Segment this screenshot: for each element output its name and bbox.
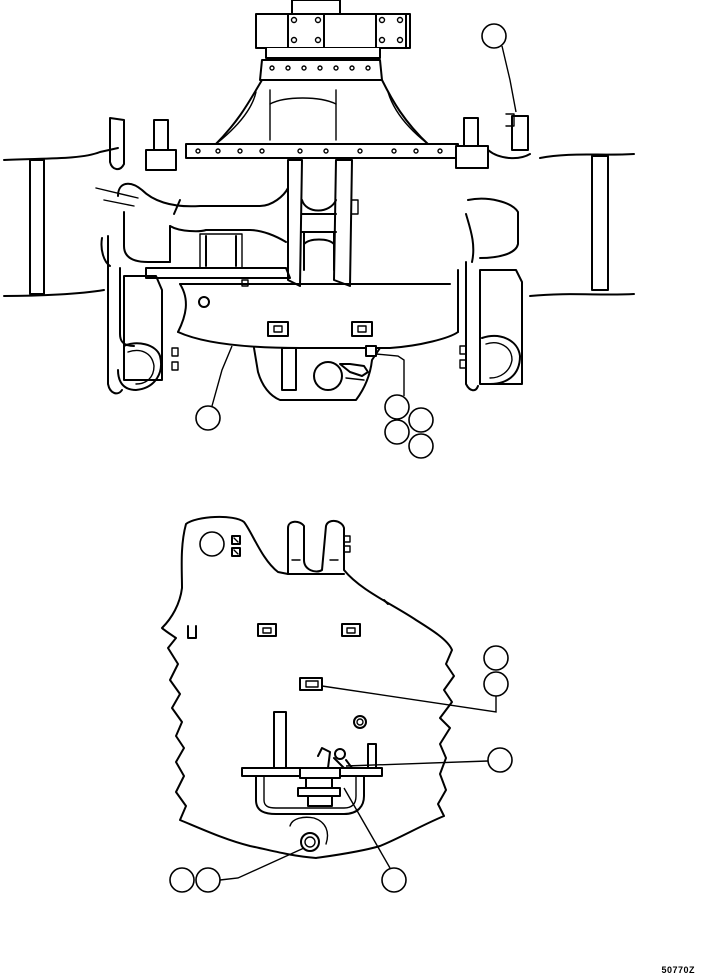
callout-cluster-top bbox=[375, 353, 434, 459]
drain-sump bbox=[253, 345, 381, 401]
drain-valve-assembly bbox=[241, 711, 383, 815]
drawing-code: 50770Z bbox=[661, 965, 695, 975]
drain-plug bbox=[289, 816, 329, 852]
callout-detail-level-plug bbox=[321, 645, 509, 713]
callout-detail-bottom-center bbox=[343, 787, 407, 893]
housing-body bbox=[95, 182, 459, 349]
left-top-bracket bbox=[109, 117, 177, 171]
left-axle-tube bbox=[3, 147, 119, 297]
mounting-plate bbox=[185, 143, 459, 159]
detail-lugs bbox=[257, 623, 361, 637]
right-axle-tube bbox=[529, 153, 635, 297]
axle-housing-view bbox=[3, 0, 635, 459]
plate-bolts bbox=[195, 148, 443, 154]
callout-lower-left bbox=[195, 345, 233, 431]
carrier-flange-bolts bbox=[269, 65, 371, 71]
breather bbox=[353, 715, 367, 729]
differential-carrier bbox=[187, 0, 455, 151]
level-plug bbox=[299, 677, 323, 691]
housing-lugs bbox=[267, 321, 373, 337]
right-top-bracket bbox=[455, 113, 531, 169]
detail-outline bbox=[161, 516, 455, 859]
callout-detail-top-left bbox=[199, 531, 225, 557]
detail-yoke-inner bbox=[287, 535, 351, 575]
center-yoke bbox=[199, 159, 359, 287]
callout-top-right bbox=[481, 23, 517, 113]
right-hub bbox=[459, 197, 523, 392]
callout-detail-valve bbox=[345, 747, 513, 773]
housing-detail-view bbox=[161, 516, 513, 893]
detail-small-bolts bbox=[187, 535, 389, 639]
carrier-bolts bbox=[290, 16, 404, 44]
left-hub bbox=[100, 235, 179, 395]
callout-detail-drain-plug bbox=[169, 847, 305, 893]
